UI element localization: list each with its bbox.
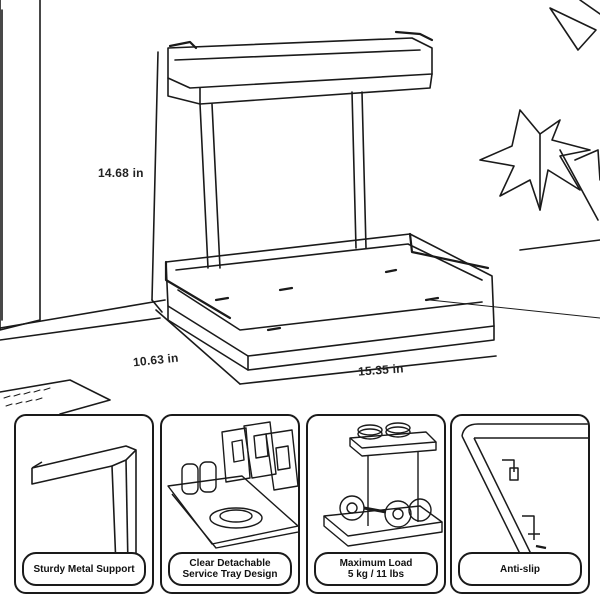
- product-illustration: 14.68 in 10.63 in 15.35 in: [0, 0, 600, 415]
- metal-support-drawing: [31, 445, 137, 556]
- feature-panels: Sturdy Metal Support: [0, 414, 600, 600]
- height-dimension-line: [151, 51, 159, 301]
- feature-caption-max-load: Maximum Load 5 kg / 11 lbs: [314, 552, 438, 586]
- feature-caption-anti-slip: Anti-slip: [458, 552, 582, 586]
- width-dimension-line: [239, 355, 497, 385]
- feature-panel-metal-support: Sturdy Metal Support: [14, 414, 154, 594]
- height-dimension-label: 14.68 in: [98, 166, 144, 180]
- caption-line-1: Clear Detachable: [189, 558, 271, 569]
- caption-line-2: 5 kg / 11 lbs: [347, 569, 405, 580]
- caption-line-1: Maximum Load: [339, 558, 413, 569]
- feature-panel-service-tray: Clear Detachable Service Tray Design: [160, 414, 300, 594]
- caption-text: Anti-slip: [500, 563, 540, 575]
- anti-slip-drawing: [461, 423, 588, 556]
- feature-caption-service-tray: Clear Detachable Service Tray Design: [168, 552, 292, 586]
- max-load-drawing: [323, 422, 443, 547]
- depth-dimension-line: [155, 309, 241, 385]
- monitor-outline: [0, 0, 41, 331]
- feature-panel-max-load: Maximum Load 5 kg / 11 lbs: [306, 414, 446, 594]
- feature-caption-metal-support: Sturdy Metal Support: [22, 552, 146, 586]
- service-tray-drawing: [167, 421, 298, 549]
- keyboard-outline: [0, 379, 111, 415]
- organizer-line-drawing: [0, 0, 600, 415]
- plant-drawing: [479, 0, 600, 251]
- feature-panel-anti-slip: Anti-slip: [450, 414, 590, 594]
- caption-text: Sturdy Metal Support: [33, 563, 135, 575]
- top-tray: [167, 37, 433, 89]
- caption-line-2: Service Tray Design: [182, 569, 278, 580]
